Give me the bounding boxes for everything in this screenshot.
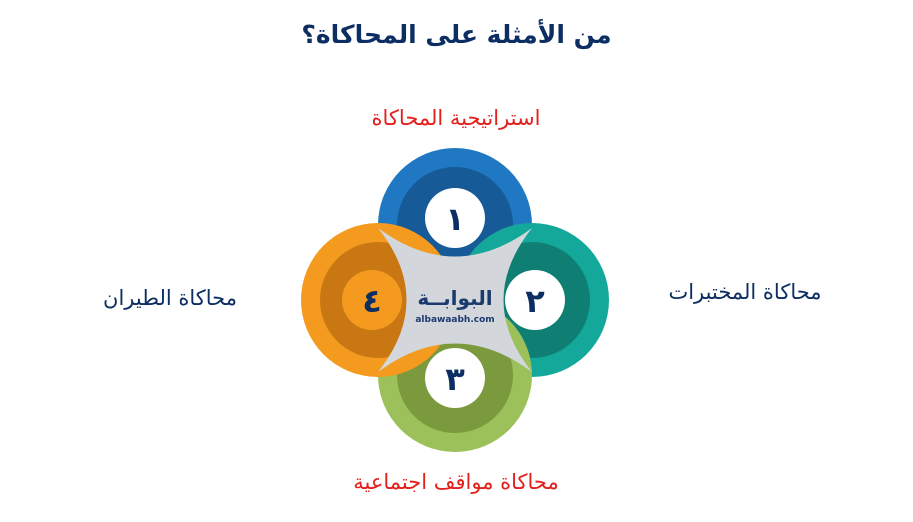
badge-4: ٤ (342, 270, 402, 330)
badge-3-number: ٣ (445, 360, 465, 398)
badge-4-circle (342, 270, 402, 330)
logo-main-text: البوابــة (417, 286, 492, 310)
badge-1-circle (425, 188, 485, 248)
badge-3-circle (425, 348, 485, 408)
label-item-2: محاكاة المختبرات (668, 280, 822, 304)
badge-1: ١ (425, 188, 485, 248)
badge-2: ٢ (505, 270, 565, 330)
logo-sub-text: albawaabh.com (415, 315, 494, 325)
label-item-3: محاكاة مواقف اجتماعية (353, 470, 559, 494)
label-item-1: استراتيجية المحاكاة (371, 106, 541, 130)
badge-4-number: ٤ (362, 282, 382, 320)
page-title: من الأمثلة على المحاكاة؟ (301, 20, 612, 49)
logo: البوابــة albawaabh.com (415, 286, 494, 325)
label-item-4: محاكاة الطيران (103, 286, 237, 310)
badge-2-number: ٢ (525, 282, 545, 320)
badge-3: ٣ (425, 348, 485, 408)
badge-2-circle (505, 270, 565, 330)
badge-1-number: ١ (445, 200, 465, 238)
center-shape (378, 228, 532, 372)
